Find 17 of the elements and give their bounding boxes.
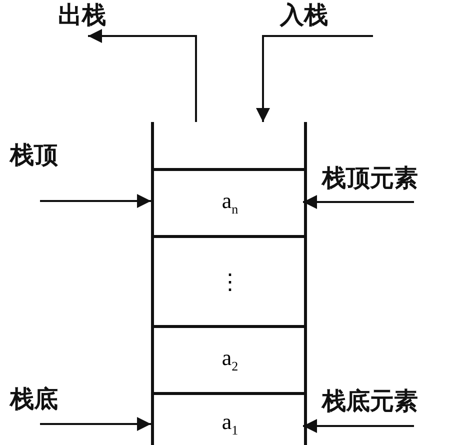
arrow bbox=[40, 194, 151, 208]
stack-cell: a$_{1}$ bbox=[154, 392, 306, 445]
stack-cell: a$_{2}$ bbox=[154, 325, 306, 392]
stack-cell: a$_{n}$ bbox=[154, 168, 306, 235]
label-text: 出栈 bbox=[58, 0, 106, 30]
label-text: 入栈 bbox=[280, 0, 328, 30]
stack-cell: ⋮ bbox=[154, 235, 306, 325]
label-text: 栈顶元素 bbox=[322, 163, 418, 193]
arrow bbox=[303, 195, 414, 209]
arrow bbox=[40, 417, 151, 431]
arrow bbox=[88, 29, 197, 122]
label-text: 栈底元素 bbox=[322, 386, 418, 416]
stack-container bbox=[151, 122, 307, 445]
label-text: 栈底 bbox=[10, 384, 58, 414]
label-text: 栈顶 bbox=[10, 140, 58, 170]
arrow bbox=[303, 419, 414, 433]
arrow bbox=[256, 35, 373, 122]
